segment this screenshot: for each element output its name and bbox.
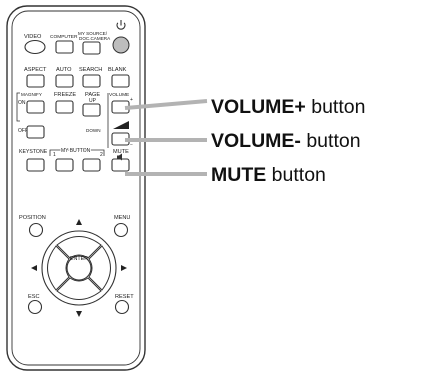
volume-minus-label: − xyxy=(130,142,133,148)
my-button-2[interactable] xyxy=(82,158,101,172)
computer-label: COMPUTER xyxy=(50,34,78,40)
aspect-label: ASPECT xyxy=(24,67,47,73)
video-button[interactable] xyxy=(24,39,46,55)
remote-outline xyxy=(6,5,146,371)
search-button[interactable] xyxy=(82,74,101,88)
menu-label: MENU xyxy=(114,215,130,221)
row-function-buttons: ASPECT AUTO SEARCH BLANK xyxy=(24,67,130,88)
keystone-button[interactable] xyxy=(26,158,45,172)
arrow-left-icon xyxy=(31,265,37,271)
volume-wedge-icon xyxy=(113,121,129,129)
dpad-left-button[interactable] xyxy=(47,245,70,291)
arrow-right-icon xyxy=(121,265,127,271)
page-down-label: DOWN xyxy=(86,128,101,133)
leader-lines xyxy=(124,99,208,176)
arrow-up-icon xyxy=(76,219,82,225)
my-button-bracket xyxy=(49,149,105,156)
dpad-up-button[interactable] xyxy=(56,236,102,259)
row-keystone-mybutton-mute: KEYSTONE MY BUTTON 1 2 MUTE xyxy=(19,147,130,172)
auto-label: AUTO xyxy=(56,67,72,73)
row-source-buttons: VIDEO COMPUTER MY SOURCE/ DOC.CAMERA xyxy=(24,20,130,55)
remote-inner-outline xyxy=(11,10,141,366)
keystone-label: KEYSTONE xyxy=(19,149,48,155)
my-button-2-label: 2 xyxy=(100,152,103,158)
esc-button[interactable] xyxy=(27,299,43,315)
magnify-off-label: OFF xyxy=(18,128,28,134)
callouts: VOLUME+ button VOLUME- button MUTE butto… xyxy=(211,96,365,186)
mute-label: MUTE xyxy=(113,149,129,155)
my-source-label-line2: DOC.CAMERA xyxy=(79,36,111,41)
volume-plus-label: + xyxy=(130,97,133,103)
magnify-bracket xyxy=(16,92,20,122)
reset-button[interactable] xyxy=(114,299,130,315)
aspect-button[interactable] xyxy=(26,74,45,88)
my-source-label-line1: MY SOURCE/ xyxy=(78,31,108,36)
video-label: VIDEO xyxy=(24,34,42,40)
volume-minus-callout-rest: button xyxy=(301,130,361,152)
magnify-label: MAGNIFY xyxy=(21,92,42,97)
my-source-button[interactable] xyxy=(82,41,101,55)
volume-plus-leader xyxy=(124,99,208,110)
volume-minus-callout-bold: VOLUME- xyxy=(211,130,301,152)
remote-body xyxy=(6,5,146,371)
my-button-1[interactable] xyxy=(55,158,74,172)
enter-label: ENTER xyxy=(70,256,88,262)
freeze-button[interactable] xyxy=(55,100,74,114)
page-label: PAGE xyxy=(85,92,100,98)
power-button[interactable] xyxy=(112,36,130,54)
my-button-label: MY BUTTON xyxy=(61,148,91,154)
esc-label: ESC xyxy=(28,294,40,300)
my-button-1-label: 1 xyxy=(53,152,56,158)
position-button[interactable] xyxy=(28,222,44,238)
mute-callout-bold: MUTE xyxy=(211,164,266,186)
power-icon xyxy=(116,20,126,30)
auto-button[interactable] xyxy=(55,74,74,88)
mute-button[interactable] xyxy=(111,158,130,172)
magnify-on-label: ON xyxy=(18,100,26,106)
enter-button[interactable] xyxy=(66,255,92,281)
search-label: SEARCH xyxy=(79,67,102,73)
reset-label: RESET xyxy=(115,294,134,300)
page-up-label: UP xyxy=(89,98,97,104)
computer-button[interactable] xyxy=(55,40,74,54)
magnify-off-button[interactable] xyxy=(26,125,45,139)
blank-button[interactable] xyxy=(111,74,130,88)
row-magnify-volume: MAGNIFY ON OFF FREEZE PAGE UP DOWN VOLUM… xyxy=(16,92,133,148)
speaker-icon xyxy=(117,153,122,161)
arrow-down-icon xyxy=(76,311,82,317)
freeze-label: FREEZE xyxy=(54,92,76,98)
magnify-on-button[interactable] xyxy=(26,100,45,114)
volume-minus-callout: VOLUME- button xyxy=(211,130,361,152)
blank-label: BLANK xyxy=(108,67,127,73)
volume-plus-callout-bold: VOLUME+ xyxy=(211,96,306,118)
volume-label: VOLUME xyxy=(109,92,129,98)
navigation-cluster: POSITION MENU ENTER ESC RESET xyxy=(19,215,134,317)
mute-callout-rest: button xyxy=(266,164,326,186)
dpad-right-button[interactable] xyxy=(88,245,111,291)
volume-plus-callout: VOLUME+ button xyxy=(211,96,365,118)
mute-callout: MUTE button xyxy=(211,164,326,186)
position-label: POSITION xyxy=(19,215,46,221)
dpad-down-button[interactable] xyxy=(56,277,102,300)
menu-button[interactable] xyxy=(113,222,129,238)
volume-plus-callout-rest: button xyxy=(306,96,366,118)
page-up-button[interactable] xyxy=(82,103,101,117)
